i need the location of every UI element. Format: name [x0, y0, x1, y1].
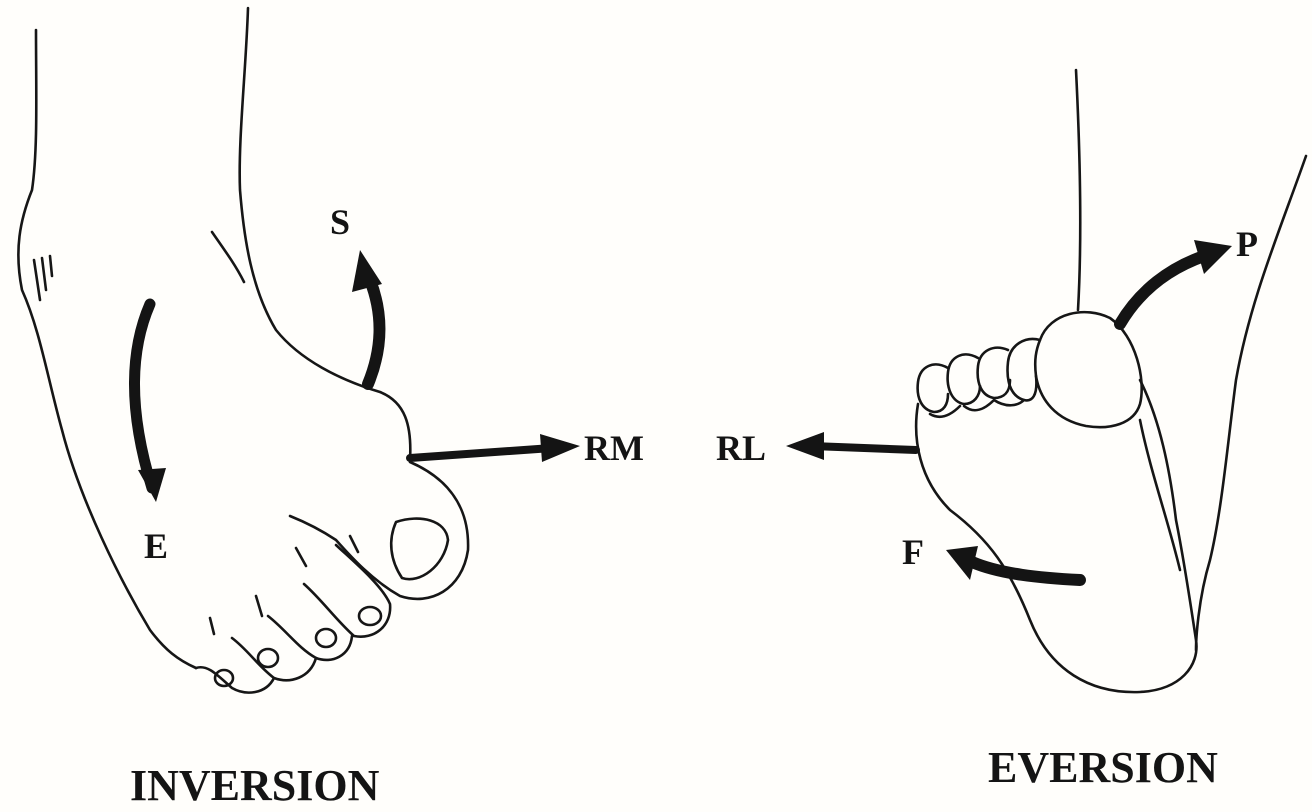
s-arrow	[352, 250, 382, 384]
label-e: E	[144, 526, 168, 566]
p-arrow	[1120, 240, 1232, 324]
inversion-instep-crease	[212, 232, 244, 282]
e-arrow	[135, 304, 167, 502]
eversion-foot	[916, 70, 1306, 692]
label-rm: RM	[584, 428, 644, 468]
eversion-leg-inner	[1076, 70, 1080, 310]
inversion-instep-outline	[240, 8, 411, 460]
eversion-toe-4	[948, 354, 980, 404]
eversion-toe-3	[978, 348, 1010, 398]
caption-eversion: EVERSION	[988, 743, 1218, 792]
inversion-ankle-hatch	[34, 256, 52, 300]
inversion-toe-4	[232, 638, 316, 680]
inversion-leg-outline	[18, 30, 196, 668]
inversion-toenail-4	[258, 649, 278, 667]
inversion-foot	[18, 8, 468, 693]
eversion-big-toe	[1035, 312, 1141, 427]
inversion-toenail-3	[316, 629, 336, 647]
inversion-big-toe	[290, 462, 468, 599]
f-arrow	[946, 546, 1080, 580]
label-s: S	[330, 202, 350, 242]
eversion-toe-5	[918, 364, 948, 412]
rm-arrow	[410, 434, 580, 462]
eversion-arch-line	[1140, 420, 1180, 570]
inversion-toe-5	[196, 667, 274, 692]
label-f: F	[902, 532, 924, 572]
inversion-toenail-5	[215, 670, 233, 686]
inversion-big-toenail	[391, 519, 448, 580]
rl-arrow	[786, 432, 916, 460]
label-p: P	[1236, 224, 1258, 264]
caption-inversion: INVERSION	[130, 761, 380, 810]
label-rl: RL	[716, 428, 766, 468]
inversion-toenail-2	[359, 607, 381, 625]
eversion-sole	[916, 380, 1196, 692]
